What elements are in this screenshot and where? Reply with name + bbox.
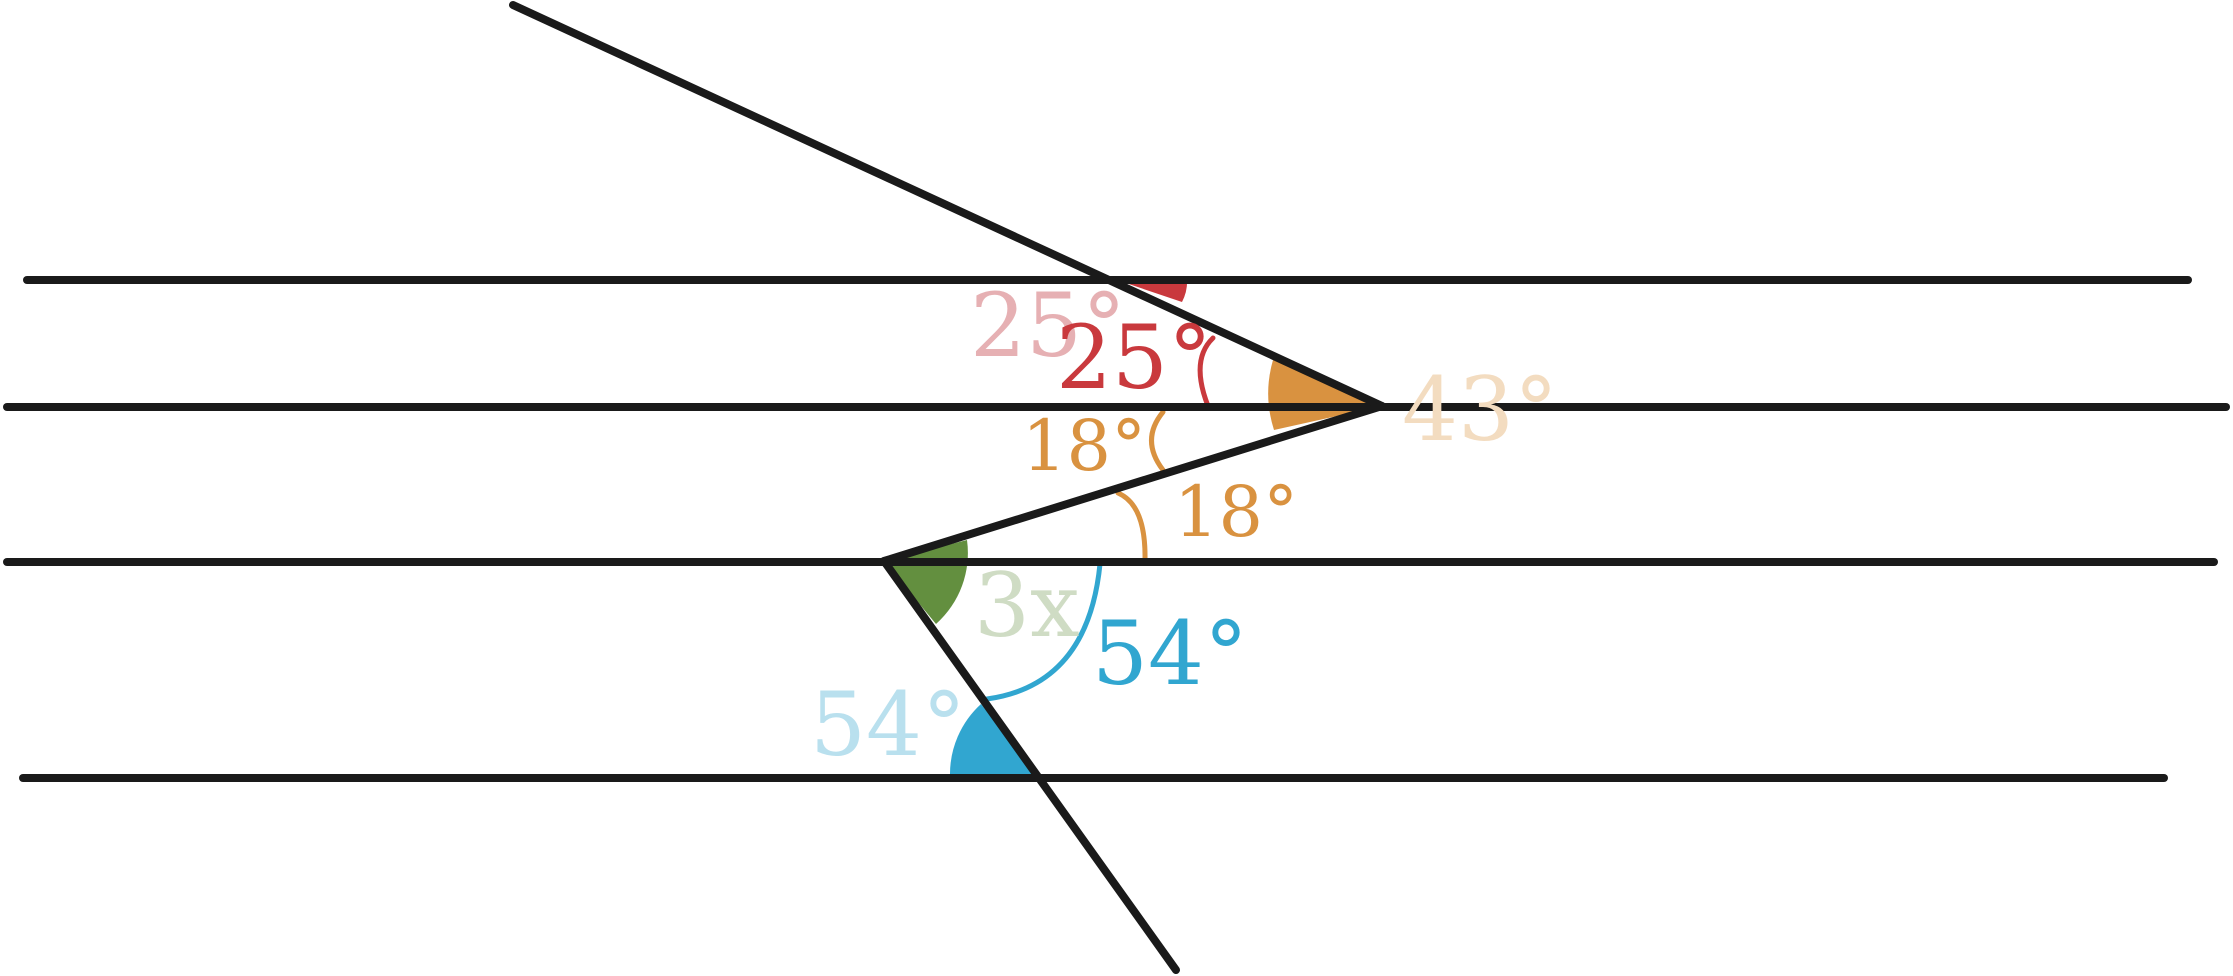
transversal-middle xyxy=(880,402,1386,565)
transversal-upper xyxy=(509,1,1386,410)
angle-arc-orange-upper xyxy=(1149,409,1166,473)
angle-label-3x: 3x xyxy=(974,554,1080,657)
angle-fill-orange xyxy=(1268,360,1382,430)
angle-label-18-upper: 18° xyxy=(1022,405,1146,487)
transversal-lower xyxy=(880,557,1180,974)
angle-label-25: 25° xyxy=(1056,306,1212,409)
angle-label-43: 43° xyxy=(1402,358,1558,461)
angle-label-54-right: 54° xyxy=(1092,602,1248,705)
angle-label-25-faded: 25° xyxy=(970,274,1126,377)
angle-arc-red xyxy=(1197,335,1216,409)
angle-fill-blue xyxy=(949,704,1038,776)
angle-label-54-left: 54° xyxy=(810,673,966,776)
angle-label-18-lower: 18° xyxy=(1174,471,1298,553)
angle-arc-blue xyxy=(984,561,1103,702)
angle-arc-orange-lower xyxy=(1115,490,1148,563)
